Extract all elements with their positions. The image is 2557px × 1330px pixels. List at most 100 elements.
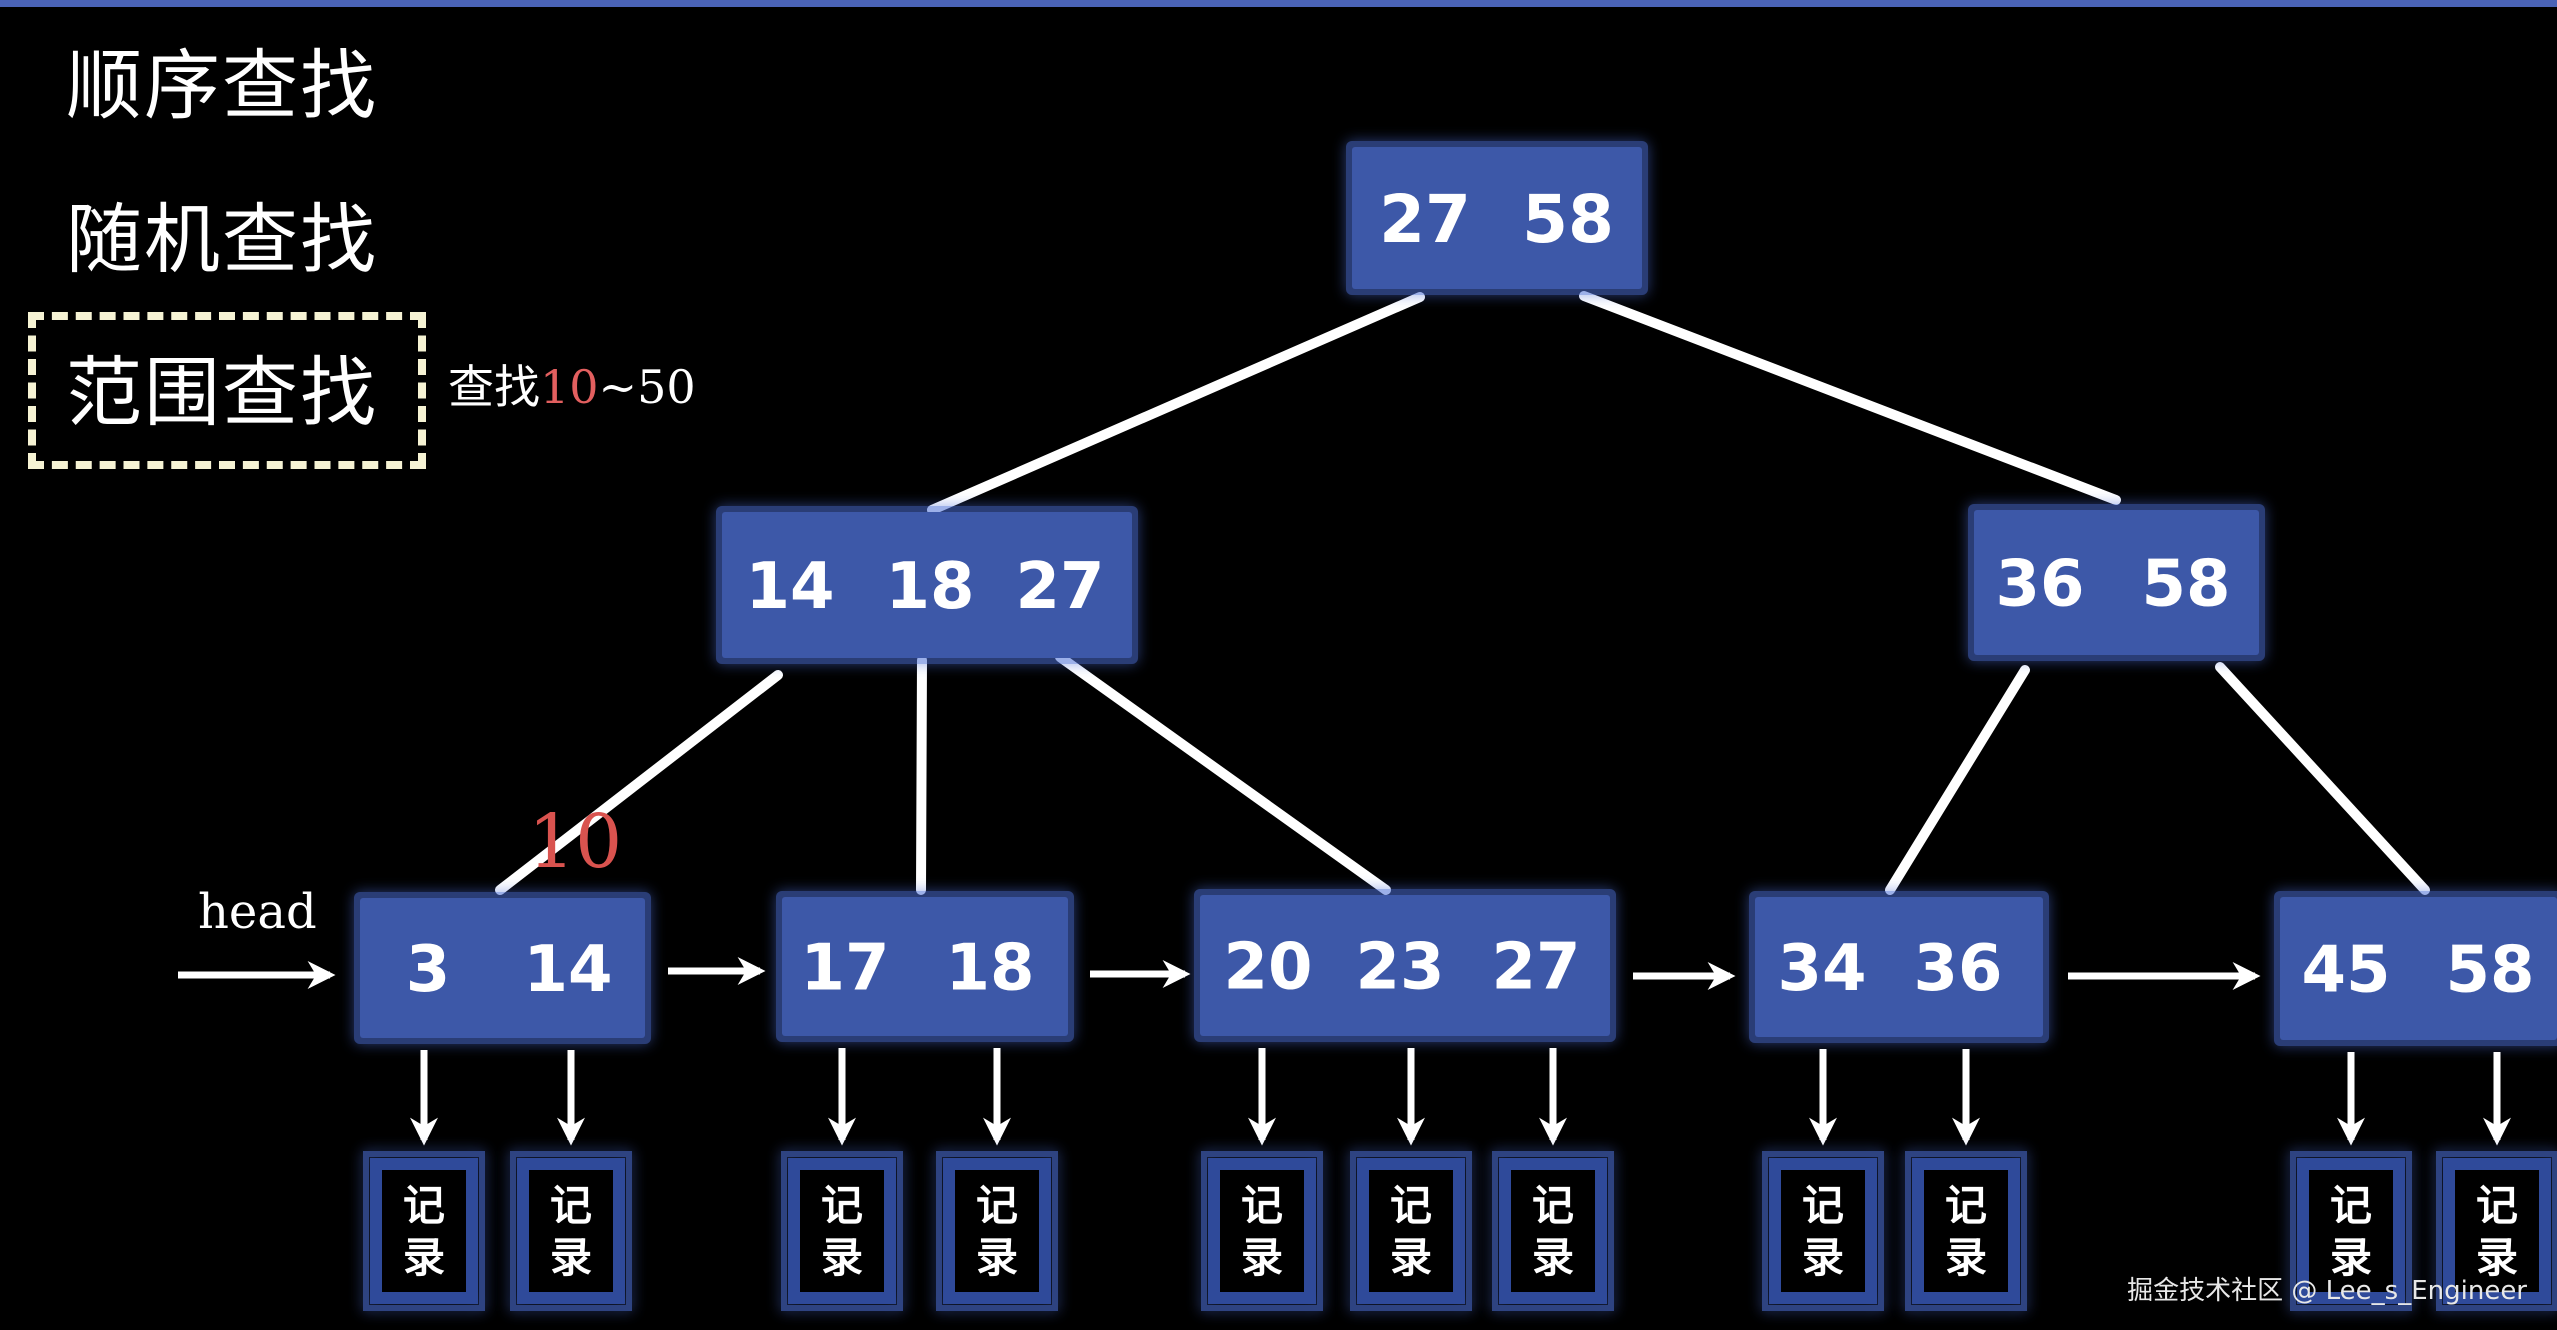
internal-node-1-key-58: 58 [2141, 548, 2230, 622]
record-label-char: 记 [1945, 1181, 1987, 1230]
leaf-node-4: 45 58 [2274, 891, 2557, 1046]
record-inner [800, 1170, 884, 1292]
menu-item-sequential-search: 顺序查找 [66, 41, 378, 130]
tree-edge-internal1-to-leaf-4 [2215, 662, 2430, 895]
record-label-char: 录 [2330, 1233, 2372, 1282]
record-inner [1781, 1170, 1865, 1292]
top-accent-bar [0, 0, 2557, 7]
internal-node-0-key-27: 27 [1015, 550, 1104, 624]
leaf-node-1-box [782, 897, 1068, 1036]
record-label-char: 录 [2476, 1233, 2518, 1282]
watermark: 掘金技术社区 @ Lee_s_Engineer [2127, 1276, 2527, 1306]
record-label-char: 记 [821, 1181, 863, 1230]
leaf-node-1-key-17: 17 [800, 932, 889, 1006]
root-node-key-58: 58 [1522, 181, 1614, 258]
head-pointer-label: head [198, 884, 317, 940]
record-label-char: 记 [1802, 1181, 1844, 1230]
record-glow [936, 1151, 1058, 1311]
leaf-node-4-key-45: 45 [2301, 934, 2390, 1008]
record-block: 记录 [781, 1151, 903, 1311]
tree-edge-root-to-internal-1 [1579, 291, 2121, 505]
tree-edge-internal0-to-leaf-1 [916, 655, 927, 895]
leaf-node-2-box [1200, 895, 1610, 1036]
internal-node-1-box [1974, 510, 2259, 655]
record-label-char: 录 [821, 1233, 863, 1282]
record-glow [2290, 1151, 2412, 1311]
tree-edge-root-to-internal-0 [927, 292, 1425, 515]
tree-edge-internal1-to-leaf-3 [1885, 665, 2030, 895]
leaf-node-0-key-3: 3 [406, 933, 451, 1007]
record-glow [1762, 1151, 1884, 1311]
record-glow [1350, 1151, 1472, 1311]
menu-item-range-search: 范围查找 [66, 348, 378, 437]
record-glow [781, 1151, 903, 1311]
record-inner [2309, 1170, 2393, 1292]
record-label-char: 记 [1241, 1181, 1283, 1230]
leaf-node-3: 34 36 [1749, 891, 2049, 1043]
leaf-node-4-box [2280, 897, 2557, 1040]
record-block: 记录 [2290, 1151, 2412, 1311]
record-block: 记录 [1905, 1151, 2027, 1311]
record-inner [955, 1170, 1039, 1292]
root-node-key-27: 27 [1379, 181, 1471, 258]
internal-node-0-key-14: 14 [745, 550, 834, 624]
record-block: 记录 [936, 1151, 1058, 1311]
record-block: 记录 [363, 1151, 485, 1311]
record-label-char: 录 [1241, 1233, 1283, 1282]
leaf-node-3-key-34: 34 [1777, 932, 1866, 1006]
leaf-node-3-box [1755, 897, 2043, 1037]
root-node: 27 58 [1346, 141, 1648, 295]
tree-edge-internal0-to-leaf-2 [1055, 652, 1391, 895]
record-block: 记录 [2436, 1151, 2557, 1311]
record-block: 记录 [1350, 1151, 1472, 1311]
internal-node-0-box [722, 512, 1132, 658]
record-block: 记录 [1762, 1151, 1884, 1311]
leaf-node-2-key-27: 27 [1491, 931, 1580, 1005]
tree-edge-internal0-to-leaf-0 [495, 670, 783, 895]
record-glow [1905, 1151, 2027, 1311]
search-start-marker: 10 [528, 799, 623, 885]
selected-highlight-box [28, 312, 426, 469]
leaf-node-2: 20 23 27 [1194, 889, 1616, 1042]
leaf-node-1-key-18: 18 [945, 932, 1034, 1006]
record-glow [363, 1151, 485, 1311]
record-glow [510, 1151, 632, 1311]
internal-node-1: 36 58 [1968, 504, 2265, 661]
record-label-char: 记 [976, 1181, 1018, 1230]
record-inner [1220, 1170, 1304, 1292]
internal-node-1-key-36: 36 [1995, 548, 2084, 622]
record-label-char: 录 [1532, 1233, 1574, 1282]
range-note-end: ~50 [598, 360, 696, 414]
record-glow [1492, 1151, 1614, 1311]
record-glow [2436, 1151, 2557, 1311]
record-inner [1924, 1170, 2008, 1292]
range-query-note: 查找10~50 [448, 364, 696, 410]
record-label-char: 记 [1532, 1181, 1574, 1230]
root-node-box [1352, 147, 1642, 289]
internal-node-0: 14 18 27 [716, 506, 1138, 664]
record-glow [1201, 1151, 1323, 1311]
record-label-char: 记 [550, 1181, 592, 1230]
record-label-char: 录 [976, 1233, 1018, 1282]
internal-node-0-key-18: 18 [885, 550, 974, 624]
leaf-node-0-box [360, 898, 645, 1038]
record-label-char: 记 [1390, 1181, 1432, 1230]
leaf-node-3-key-36: 36 [1913, 932, 2002, 1006]
leaf-node-4-key-58: 58 [2445, 934, 2534, 1008]
record-block: 记录 [510, 1151, 632, 1311]
range-note-start: 10 [540, 360, 599, 414]
menu-item-random-search: 随机查找 [66, 195, 378, 284]
record-block: 记录 [1201, 1151, 1323, 1311]
record-inner [529, 1170, 613, 1292]
record-label-char: 记 [2476, 1181, 2518, 1230]
leaf-node-2-key-23: 23 [1355, 931, 1444, 1005]
record-label-char: 录 [1802, 1233, 1844, 1282]
leaf-node-0-key-14: 14 [523, 933, 612, 1007]
leaf-node-0: 3 14 [354, 892, 651, 1044]
record-inner [2455, 1170, 2539, 1292]
record-label-char: 记 [2330, 1181, 2372, 1230]
record-label-char: 录 [403, 1233, 445, 1282]
record-label-char: 记 [403, 1181, 445, 1230]
leaf-node-2-key-20: 20 [1223, 931, 1312, 1005]
